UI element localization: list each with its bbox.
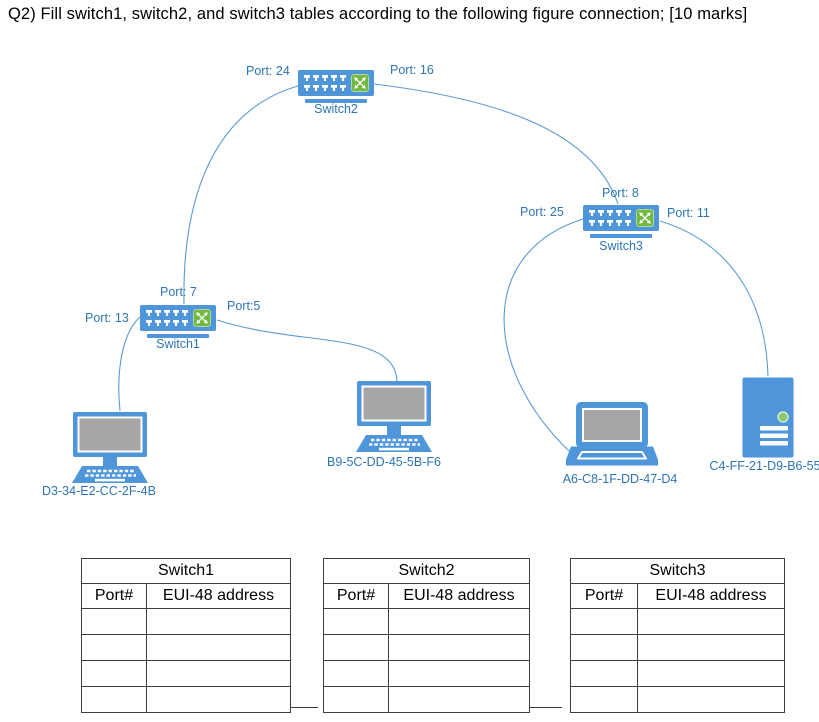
table-title: Switch1	[81, 558, 291, 584]
link-switch2-switch3	[373, 83, 619, 205]
link-switch3-laptop	[503, 218, 584, 453]
col-header-port: Port#	[81, 583, 147, 609]
switch-base	[590, 234, 652, 238]
addr-cell	[388, 634, 530, 661]
empty-row	[323, 660, 530, 687]
addr-cell	[388, 608, 530, 635]
addr-cell	[637, 686, 785, 713]
port-cell	[570, 660, 638, 687]
switch2-label: Switch2	[314, 102, 358, 116]
server-mac-label: C4-FF-21-D9-B6-55	[709, 459, 819, 473]
port-cell	[323, 634, 389, 661]
switch3-port-left-label: Port: 25	[520, 205, 564, 219]
switch1-icon	[140, 305, 216, 338]
desktop-pc-mac-label: B9-5C-DD-45-5B-F6	[327, 455, 441, 469]
switch3-port-top-label: Port: 8	[602, 186, 639, 200]
port-cell	[570, 608, 638, 635]
port-cell	[81, 634, 147, 661]
empty-row	[570, 634, 785, 661]
port-cell	[81, 660, 147, 687]
addr-cell	[146, 660, 291, 687]
switch-ports	[304, 75, 349, 91]
switch-base	[147, 334, 209, 338]
switch1-label: Switch1	[156, 337, 200, 351]
crossover-arrows-icon	[351, 74, 369, 92]
desktop-pc-icon	[356, 381, 432, 452]
empty-row	[81, 686, 291, 713]
empty-row	[570, 660, 785, 687]
col-header-addr: EUI-48 address	[388, 583, 530, 609]
empty-row	[570, 608, 785, 635]
table-title: Switch3	[570, 558, 785, 584]
addr-cell	[388, 660, 530, 687]
table-bottom-extension	[530, 707, 562, 708]
empty-row	[81, 660, 291, 687]
switch2-port-left-label: Port: 24	[246, 64, 290, 78]
switch-body	[140, 305, 216, 331]
crossover-arrows-icon	[636, 209, 654, 227]
crossover-arrows-icon	[193, 309, 211, 327]
port-cell	[81, 608, 147, 635]
switch-ports	[589, 210, 634, 226]
laptop-mac-label: A6-C8-1F-DD-47-D4	[562, 472, 678, 486]
switch-base	[305, 99, 367, 103]
server-tower-icon	[742, 377, 794, 458]
switch3-port-right-label: Port: 11	[667, 206, 710, 220]
switch2-icon	[298, 70, 374, 103]
addr-cell	[146, 686, 291, 713]
col-header-port: Port#	[570, 583, 638, 609]
empty-row	[323, 634, 530, 661]
connection-lines	[118, 83, 769, 453]
addr-cell	[637, 634, 785, 661]
addr-cell	[146, 634, 291, 661]
desktop-pc-icon	[72, 412, 148, 483]
table-title: Switch2	[323, 558, 530, 584]
port-cell	[570, 686, 638, 713]
col-header-port: Port#	[323, 583, 389, 609]
switch3-label: Switch3	[599, 239, 643, 253]
link-switch1-desktop	[118, 316, 141, 412]
link-switch2-switch1	[183, 85, 299, 305]
switch1-port-left-label: Port: 13	[85, 311, 129, 325]
col-header-addr: EUI-48 address	[146, 583, 291, 609]
switch1-table: Switch1 Port# EUI-48 address	[81, 558, 291, 713]
empty-row	[81, 608, 291, 635]
port-cell	[323, 608, 389, 635]
desktop-pc-mac-label: D3-34-E2-CC-2F-4B	[42, 484, 156, 498]
switch3-icon	[583, 205, 659, 238]
addr-cell	[388, 686, 530, 713]
addr-cell	[637, 660, 785, 687]
switch-ports	[146, 310, 191, 326]
switch3-table: Switch3 Port# EUI-48 address	[570, 558, 785, 713]
switch-body	[298, 70, 374, 96]
switch1-port-right-label: Port:5	[227, 299, 261, 313]
port-cell	[323, 660, 389, 687]
empty-row	[323, 686, 530, 713]
question-title: Q2) Fill switch1, switch2, and switch3 t…	[8, 5, 748, 23]
empty-row	[570, 686, 785, 713]
switch-body	[583, 205, 659, 231]
switch2-port-right-label: Port: 16	[390, 63, 434, 77]
table-bottom-extension	[291, 707, 318, 708]
port-cell	[81, 686, 147, 713]
port-cell	[323, 686, 389, 713]
empty-row	[323, 608, 530, 635]
laptop-icon	[566, 402, 658, 466]
empty-row	[81, 634, 291, 661]
addr-cell	[637, 608, 785, 635]
switch1-port-top-label: Port: 7	[160, 285, 197, 299]
col-header-addr: EUI-48 address	[637, 583, 785, 609]
port-cell	[570, 634, 638, 661]
link-switch3-server	[659, 220, 769, 377]
switch2-table: Switch2 Port# EUI-48 address	[323, 558, 530, 713]
link-switch1-monitor	[216, 319, 398, 382]
addr-cell	[146, 608, 291, 635]
